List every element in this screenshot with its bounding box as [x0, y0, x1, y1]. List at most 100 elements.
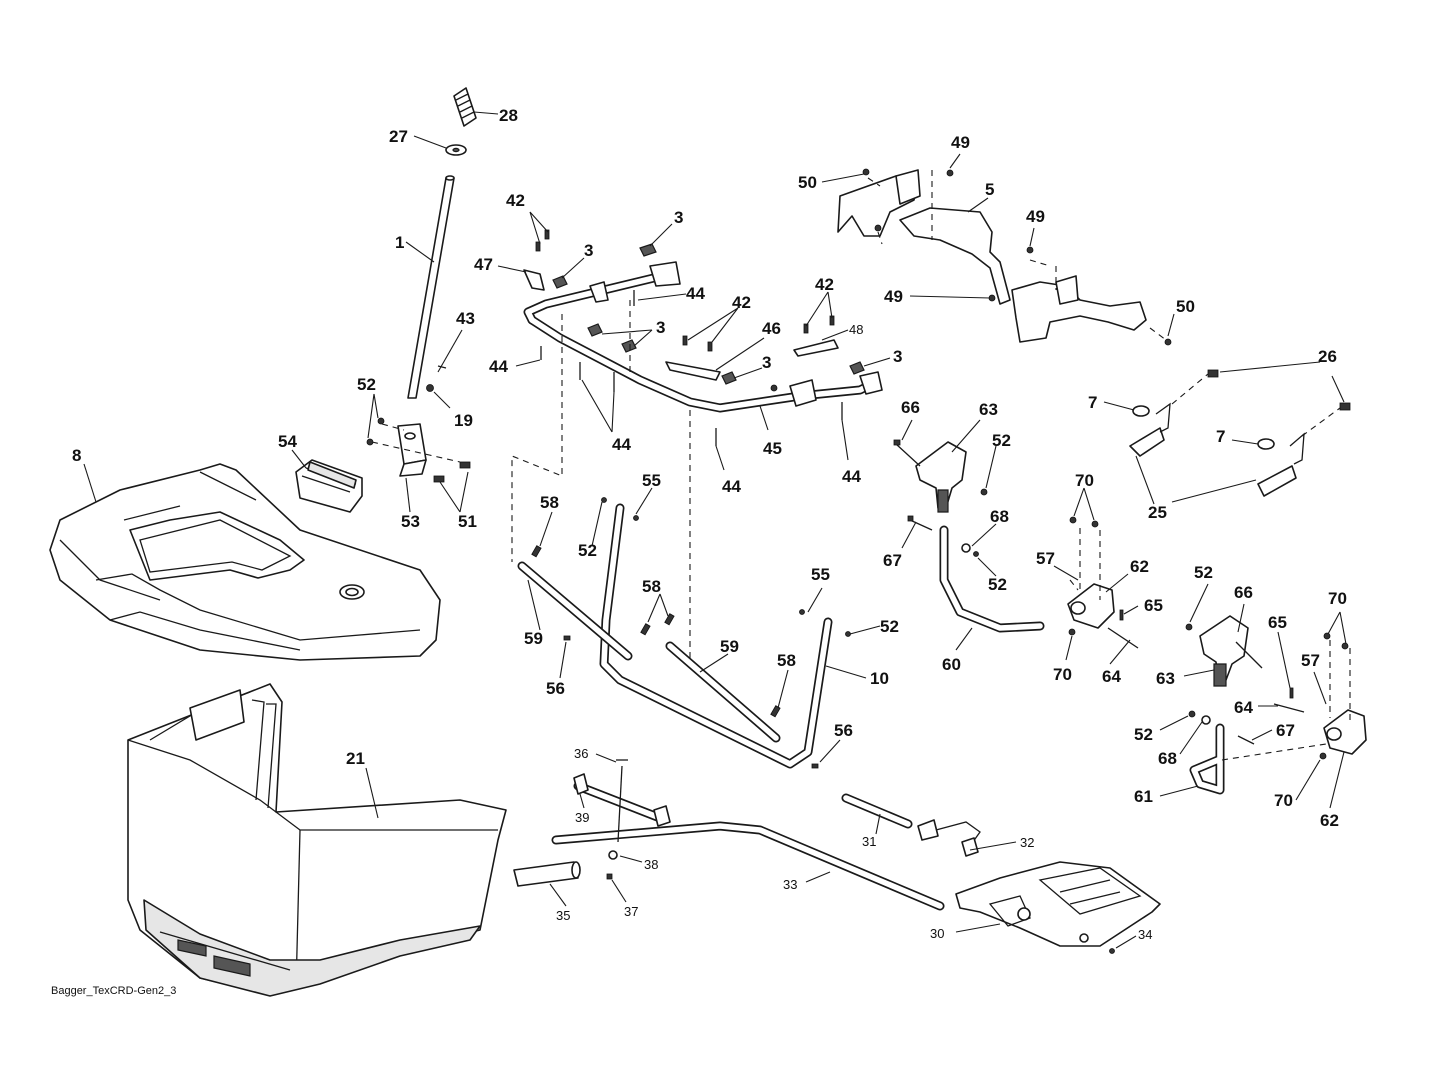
callout-68: 68: [1158, 749, 1177, 768]
callout-70: 70: [1274, 791, 1293, 810]
callout-49: 49: [1026, 207, 1045, 226]
callout-46: 46: [762, 319, 781, 338]
callout-42: 42: [506, 191, 525, 210]
callout-66: 66: [1234, 583, 1253, 602]
callout-70: 70: [1075, 471, 1094, 490]
callout-26: 26: [1318, 347, 1337, 366]
callout-58: 58: [642, 577, 661, 596]
callout-58: 58: [777, 651, 796, 670]
callout-50: 50: [1176, 297, 1195, 316]
callout-3: 3: [674, 208, 683, 227]
callout-7: 7: [1088, 393, 1097, 412]
callout-63: 63: [1156, 669, 1175, 688]
dashed-guides-frame: [511, 300, 691, 660]
callout-52: 52: [988, 575, 1007, 594]
callout-59: 59: [524, 629, 543, 648]
latch-assembly: [1129, 369, 1351, 497]
callout-42: 42: [815, 275, 834, 294]
callout-67: 67: [883, 551, 902, 570]
callout-38: 38: [644, 857, 658, 872]
callout-64: 64: [1102, 667, 1121, 686]
handle-lever-assembly: [407, 87, 477, 399]
callout-3: 3: [762, 353, 771, 372]
upper-frame: [523, 261, 883, 413]
callout-39: 39: [575, 810, 589, 825]
callout-44: 44: [842, 467, 861, 486]
callout-36: 36: [574, 746, 588, 761]
callout-55: 55: [642, 471, 661, 490]
callout-68: 68: [990, 507, 1009, 526]
callout-5: 5: [985, 180, 994, 199]
callout-44: 44: [686, 284, 705, 303]
callout-70: 70: [1328, 589, 1347, 608]
callout-42: 42: [732, 293, 751, 312]
grass-bag: [127, 683, 507, 997]
callout-64: 64: [1234, 698, 1253, 717]
callout-55: 55: [811, 565, 830, 584]
callout-50: 50: [798, 173, 817, 192]
callout-52: 52: [880, 617, 899, 636]
cover-54: [295, 459, 363, 513]
callout-56: 56: [546, 679, 565, 698]
lift-rod-assembly: [513, 759, 945, 911]
callout-21: 21: [346, 749, 365, 768]
callout-62: 62: [1320, 811, 1339, 830]
diagram-footer-label: Bagger_TexCRD-Gen2_3: [51, 985, 176, 997]
callout-60: 60: [942, 655, 961, 674]
callout-1: 1: [395, 233, 404, 252]
callout-25: 25: [1148, 503, 1167, 522]
callout-44: 44: [489, 357, 508, 376]
callout-33: 33: [783, 877, 797, 892]
callout-27: 27: [389, 127, 408, 146]
callout-10: 10: [870, 669, 889, 688]
callout-44: 44: [612, 435, 631, 454]
callout-3: 3: [584, 241, 593, 260]
callout-65: 65: [1268, 613, 1287, 632]
callout-43: 43: [456, 309, 475, 328]
frame-fasteners: [535, 229, 865, 446]
callout-61: 61: [1134, 787, 1153, 806]
callout-63: 63: [979, 400, 998, 419]
lower-frame: [517, 497, 851, 769]
callout-52: 52: [992, 431, 1011, 450]
callout-66: 66: [901, 398, 920, 417]
callout-28: 28: [499, 106, 518, 125]
callout-3: 3: [893, 347, 902, 366]
callout-49: 49: [884, 287, 903, 306]
callout-51: 51: [458, 512, 477, 531]
callout-3: 3: [656, 318, 665, 337]
callout-19: 19: [454, 411, 473, 430]
callout-65: 65: [1144, 596, 1163, 615]
bagger-top-cover: [49, 463, 441, 661]
pedal-plate-assembly: [841, 793, 1161, 954]
callout-44: 44: [722, 477, 741, 496]
callout-48: 48: [849, 322, 863, 337]
callout-56: 56: [834, 721, 853, 740]
callout-54: 54: [278, 432, 297, 451]
leader-lines: [83, 111, 1347, 949]
callout-31: 31: [862, 834, 876, 849]
callout-59: 59: [720, 637, 739, 656]
callout-7: 7: [1216, 427, 1225, 446]
callout-57: 57: [1301, 651, 1320, 670]
callout-52: 52: [357, 375, 376, 394]
mechanism-upper: [893, 439, 1139, 649]
callout-52: 52: [1194, 563, 1213, 582]
callout-49: 49: [951, 133, 970, 152]
callout-labels: 28 27 1 43 52 19 54 53 51 8 21 42 47 3 3…: [72, 106, 1347, 942]
callout-8: 8: [72, 446, 81, 465]
callout-52: 52: [1134, 725, 1153, 744]
callout-53: 53: [401, 512, 420, 531]
callout-58: 58: [540, 493, 559, 512]
mechanism-lower: [1185, 615, 1367, 795]
callout-37: 37: [624, 904, 638, 919]
callout-32: 32: [1020, 835, 1034, 850]
callout-47: 47: [474, 255, 493, 274]
callout-45: 45: [763, 439, 782, 458]
callout-67: 67: [1276, 721, 1295, 740]
callout-70: 70: [1053, 665, 1072, 684]
callout-57: 57: [1036, 549, 1055, 568]
lever-bracket: [366, 417, 471, 483]
callout-35: 35: [556, 908, 570, 923]
